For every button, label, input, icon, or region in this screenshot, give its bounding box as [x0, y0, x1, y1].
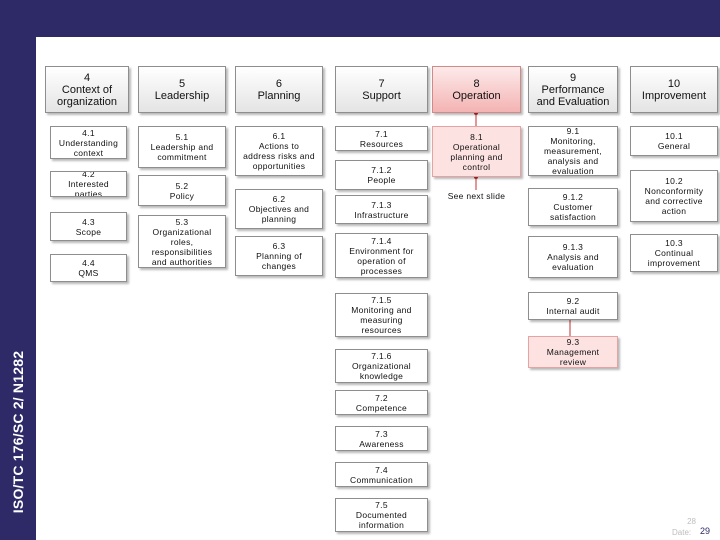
clause-7-1-5: 7.1.5 Monitoring and measuring resources [335, 293, 428, 337]
clause-7-1-4: 7.1.4 Environment for operation of proce… [335, 233, 428, 278]
clause-8-1: 8.1 Operational planning and control [432, 126, 521, 177]
clause-4-4: 4.4 QMS [50, 254, 127, 282]
clause-9-3: 9.3 Management review [528, 336, 618, 368]
clause-7-1: 7.1 Resources [335, 126, 428, 151]
header-leadership: 5 Leadership [138, 66, 226, 113]
clause-5-2: 5.2 Policy [138, 175, 226, 206]
clause-6-3: 6.3 Planning of changes [235, 236, 323, 276]
clause-4-1: 4.1 Understanding context [50, 126, 127, 159]
left-band: ISO/TC 176/SC 2/ N1282 [0, 0, 36, 540]
header-support: 7 Support [335, 66, 428, 113]
header-planning: 6 Planning [235, 66, 323, 113]
date-label: Date: [672, 528, 692, 537]
clause-9-1: 9.1 Monitoring, measurement, analysis an… [528, 126, 618, 176]
header-operation: 8 Operation [432, 66, 521, 113]
clause-10-1: 10.1 General [630, 126, 718, 156]
slide-number: 29 [700, 526, 711, 536]
header-performance-evaluation: 9 Performance and Evaluation [528, 66, 618, 113]
clause-5-1: 5.1 Leadership and commitment [138, 126, 226, 168]
clause-7-4: 7.4 Communication [335, 462, 428, 487]
clause-7-1-2: 7.1.2 People [335, 160, 428, 190]
clause-5-3: 5.3 Organizational roles, responsibiliti… [138, 215, 226, 268]
see-next-slide-note: See next slide [447, 191, 506, 201]
clause-7-1-3: 7.1.3 Infrastructure [335, 195, 428, 224]
clause-9-1-3: 9.1.3 Analysis and evaluation [528, 236, 618, 278]
page-number: 28 [687, 517, 696, 526]
header-context-of-organization: 4 Context of organization [45, 66, 129, 113]
clause-4-3: 4.3 Scope [50, 212, 127, 241]
clause-10-3: 10.3 Continual improvement [630, 234, 718, 272]
top-band [0, 0, 720, 37]
clause-7-5: 7.5 Documented information [335, 498, 428, 532]
clause-4-2: 4.2 Interested parties [50, 171, 127, 197]
clause-7-3: 7.3 Awareness [335, 426, 428, 451]
clause-9-1-2: 9.1.2 Customer satisfaction [528, 188, 618, 226]
clause-10-2: 10.2 Nonconformity and corrective action [630, 170, 718, 222]
clause-6-1: 6.1 Actions to address risks and opportu… [235, 126, 323, 176]
clause-9-2: 9.2 Internal audit [528, 292, 618, 320]
header-improvement: 10 Improvement [630, 66, 718, 113]
clause-6-2: 6.2 Objectives and planning [235, 189, 323, 229]
clause-7-2: 7.2 Competence [335, 390, 428, 415]
clause-7-1-6: 7.1.6 Organizational knowledge [335, 349, 428, 383]
